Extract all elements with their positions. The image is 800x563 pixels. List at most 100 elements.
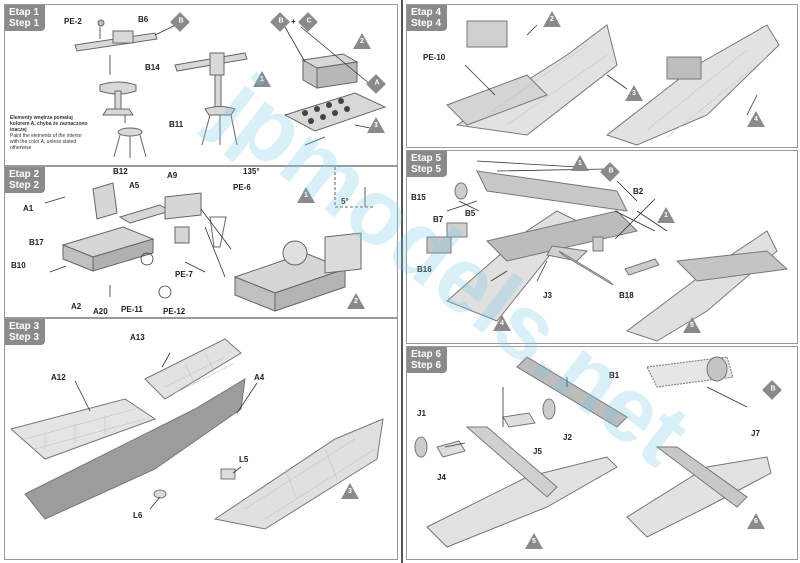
step-3-drawing	[9, 338, 384, 530]
step-triangle: 1	[571, 155, 589, 171]
part-label: J7	[751, 429, 760, 438]
part-label: B17	[29, 238, 44, 247]
triangle-text: 3	[374, 122, 378, 129]
triangle-text: 2	[354, 298, 358, 305]
triangle-text: 4	[754, 116, 758, 123]
step-6-pl: Etap 6	[411, 349, 442, 360]
step-1-en: Step 1	[9, 18, 40, 29]
step-5-pl: Etap 5	[411, 153, 442, 164]
part-label: A9	[167, 171, 178, 180]
step-6-header: Etap 6 Step 6	[407, 347, 448, 373]
step-1-pl: Etap 1	[9, 7, 40, 18]
step-5-panel: Etap 5 Step 5	[406, 150, 798, 344]
triangle-text: 5	[690, 322, 694, 329]
part-label: A20	[93, 307, 108, 316]
step-3-en: Step 3	[9, 332, 40, 343]
part-label: B16	[417, 265, 432, 274]
triangle-text: 6	[754, 518, 758, 525]
step-3-panel: Etap 3 Step 3 A13 A12 A4 L5	[4, 318, 398, 560]
step-triangle: 5	[683, 317, 701, 333]
plus-sign: +	[291, 17, 296, 26]
step-2-en: Step 2	[9, 180, 40, 191]
badge-text: C	[306, 17, 312, 25]
part-label: J1	[417, 409, 426, 418]
step-4-pl: Etap 4	[411, 7, 442, 18]
step-4-drawing	[446, 20, 780, 146]
step-6-en: Step 6	[411, 360, 442, 371]
step-triangle: 3	[625, 85, 643, 101]
triangle-text: 3	[632, 90, 636, 97]
part-label: B18	[619, 291, 634, 300]
paint-note: Elementy wnętrza pomaluj kolorem A, chyb…	[10, 115, 88, 151]
step-5-header: Etap 5 Step 5	[407, 151, 448, 177]
step-triangle: 2	[347, 293, 365, 309]
part-label: A5	[129, 181, 140, 190]
step-1-drawing	[74, 19, 387, 158]
triangle-text: 4	[500, 320, 504, 327]
badge-text: A	[374, 79, 380, 87]
part-label: B12	[113, 167, 128, 176]
part-label: B5	[465, 209, 476, 218]
step-2-header: Etap 2 Step 2	[5, 167, 46, 193]
step-triangle: 1	[657, 207, 675, 223]
part-label: A4	[254, 373, 265, 382]
badge-text: B	[278, 17, 284, 25]
step-2-panel: Etap 2 Step 2	[4, 166, 398, 318]
paint-note-en: Paint the elements of the interior with …	[10, 133, 82, 151]
part-label: B10	[11, 261, 26, 270]
part-label: PE-2	[64, 17, 82, 26]
part-label: B1	[609, 371, 620, 380]
part-label: A12	[51, 373, 66, 382]
part-label: B14	[145, 63, 160, 72]
triangle-text: 1	[304, 192, 308, 199]
step-1-header: Etap 1 Step 1	[5, 5, 46, 31]
step-triangle: 1	[297, 187, 315, 203]
step-triangle: 5	[525, 533, 543, 549]
part-label: L5	[239, 455, 249, 464]
step-triangle: 2	[543, 11, 561, 27]
angle-label: 5°	[341, 197, 349, 206]
step-triangle: 3	[341, 483, 359, 499]
part-label: J4	[437, 473, 446, 482]
step-6-drawing	[414, 356, 772, 548]
triangle-text: 2	[550, 16, 554, 23]
part-label: PE-11	[121, 305, 143, 314]
part-label: PE-10	[423, 53, 446, 62]
triangle-text: 1	[578, 160, 582, 167]
triangle-text: 1	[664, 212, 668, 219]
triangle-text: 3	[348, 488, 352, 495]
step-1-panel: Etap 1 Step 1	[4, 4, 398, 166]
part-label: J2	[563, 433, 572, 442]
step-6-panel: Etap 6 Step 6 B1 J1 J2 J5	[406, 346, 798, 560]
step-4-en: Step 4	[411, 18, 442, 29]
step-4-panel: Etap 4 Step 4 PE-10 2 3 4	[406, 4, 798, 148]
badge-text: B	[608, 167, 614, 175]
step-5-drawing	[426, 160, 789, 342]
part-label: PE-12	[163, 307, 186, 316]
triangle-text: 2	[360, 38, 364, 45]
triangle-text: 5	[532, 538, 536, 545]
step-5-en: Step 5	[411, 164, 442, 175]
step-triangle: 6	[747, 513, 765, 529]
part-label: B2	[633, 187, 644, 196]
part-label: PE-7	[175, 270, 193, 279]
step-3-pl: Etap 3	[9, 321, 40, 332]
part-label: B15	[411, 193, 426, 202]
badge-text: B	[770, 385, 776, 393]
step-triangle: 4	[747, 111, 765, 127]
badge-text: B	[178, 17, 184, 25]
paint-note-pl: Elementy wnętrza pomaluj kolorem A, chyb…	[10, 115, 88, 133]
part-label: A1	[23, 204, 34, 213]
step-triangle: 2	[353, 33, 371, 49]
part-label: A13	[130, 333, 145, 342]
part-label: A2	[71, 302, 82, 311]
step-triangle: 4	[493, 315, 511, 331]
step-2-drawing	[44, 167, 375, 312]
part-label: PE-6	[233, 183, 251, 192]
part-label: B11	[169, 120, 184, 129]
triangle-text: 1	[260, 76, 264, 83]
page-divider	[401, 0, 403, 563]
part-label: J5	[533, 447, 542, 456]
step-3-header: Etap 3 Step 3	[5, 319, 46, 345]
